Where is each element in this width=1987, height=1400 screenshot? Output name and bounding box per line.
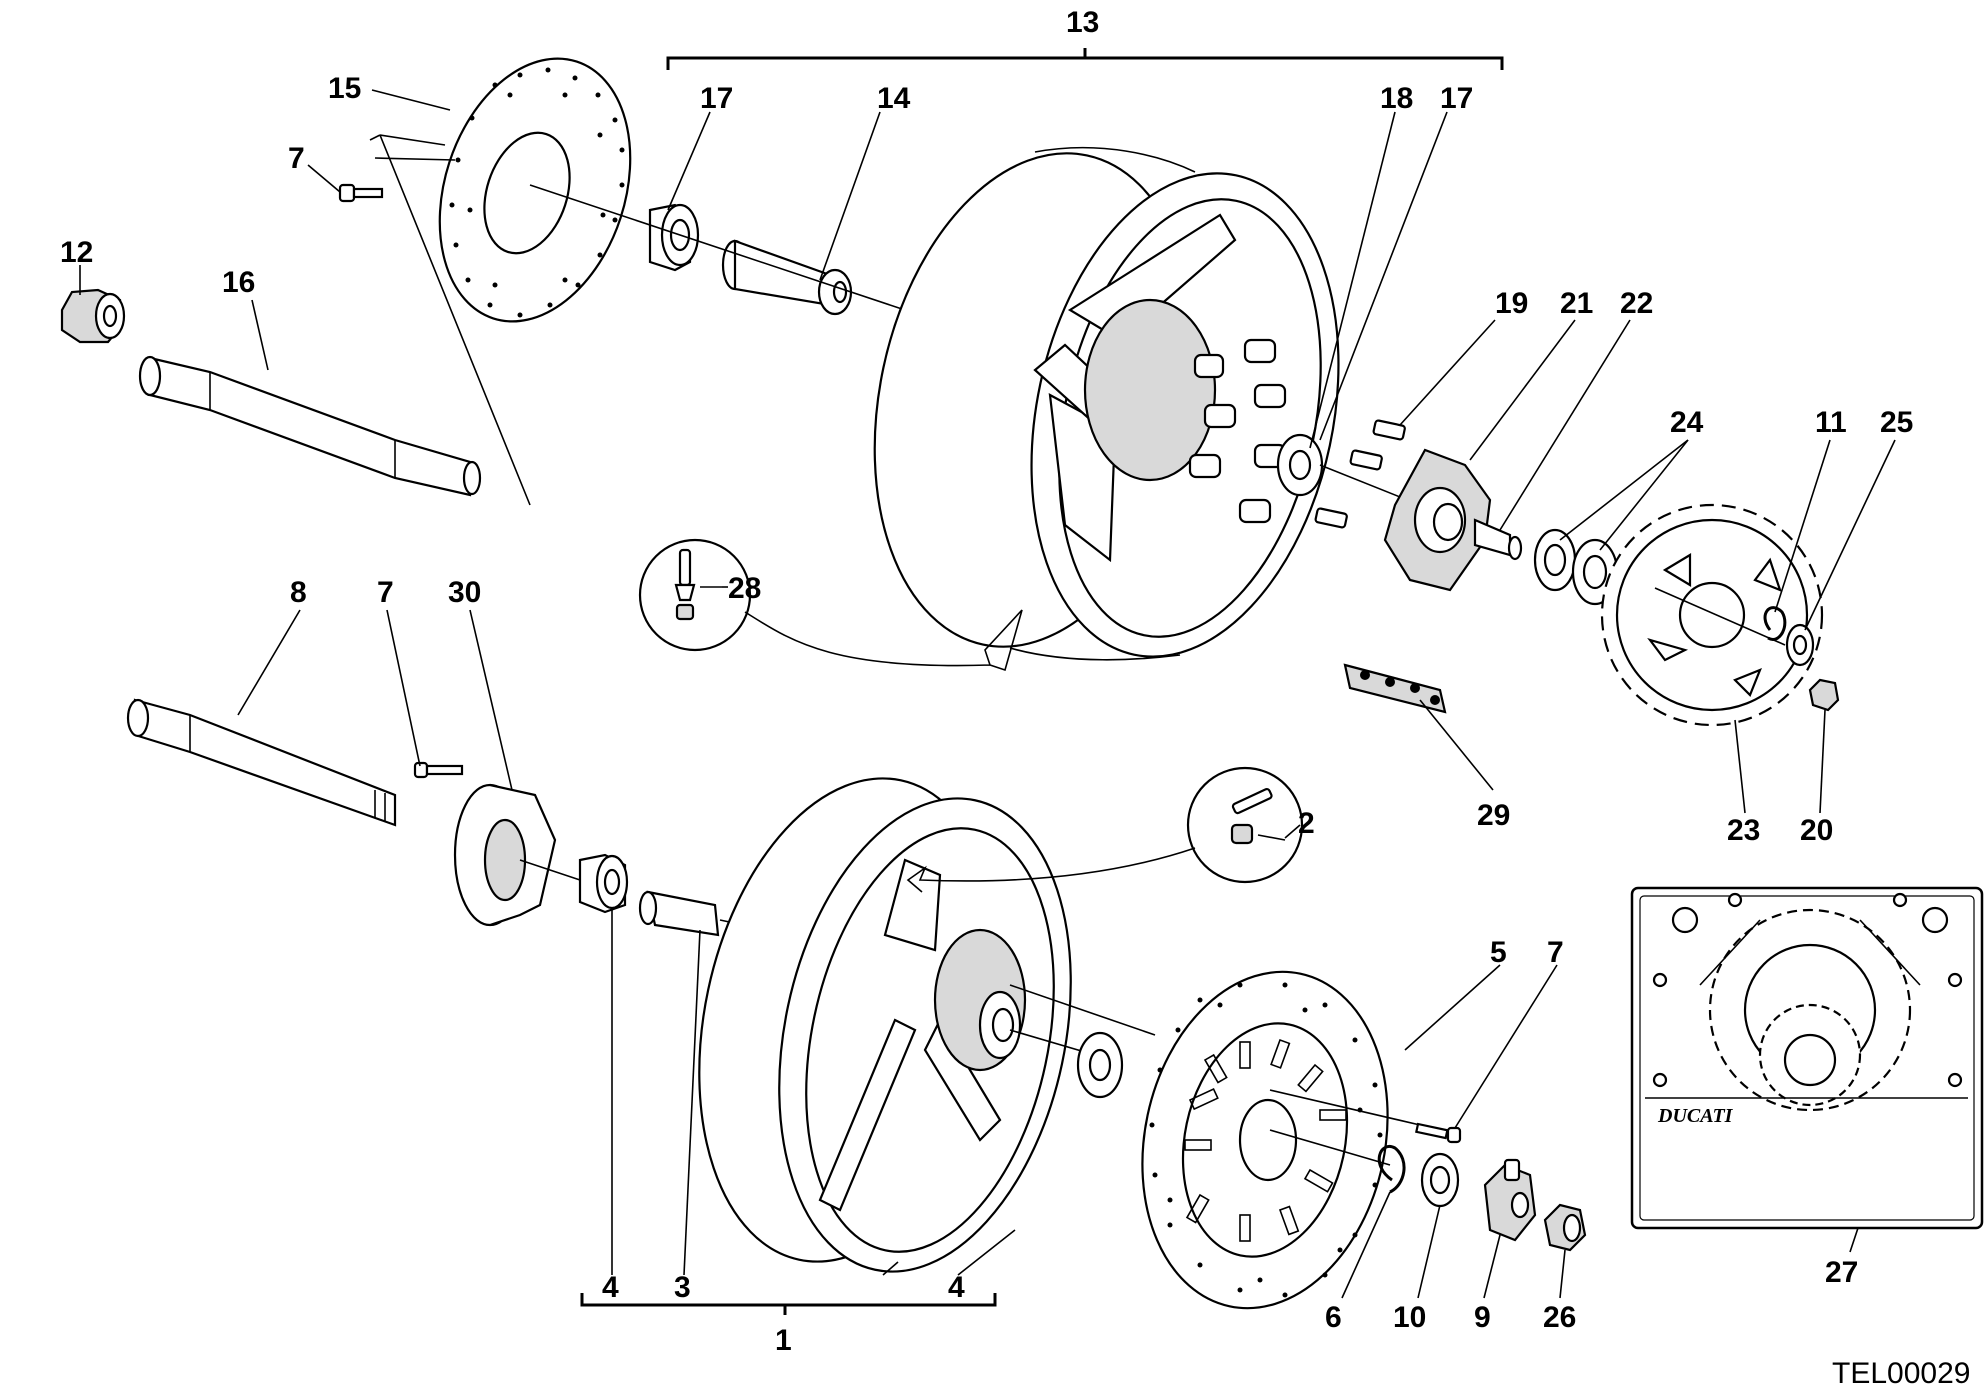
callout-25: 25 — [1880, 406, 1913, 439]
callout-7: 7 — [1547, 936, 1564, 969]
part-26-nut — [1543, 1203, 1587, 1252]
part-25-washer — [1785, 623, 1815, 667]
callout-4: 4 — [948, 1271, 965, 1304]
callout-21: 21 — [1560, 287, 1593, 320]
callout-1: 1 — [775, 1324, 792, 1357]
callout-28: 28 — [728, 572, 761, 605]
part-18-bearing — [1276, 433, 1324, 497]
callout-10: 10 — [1393, 1301, 1426, 1334]
callout-20: 20 — [1800, 814, 1833, 847]
leader-lines — [79, 89, 1896, 1299]
part-3-spacer — [638, 890, 720, 937]
callout-26: 26 — [1543, 1301, 1576, 1334]
callout-9: 9 — [1474, 1301, 1491, 1334]
part-4-bearing-left — [578, 853, 629, 914]
callout-24: 24 — [1670, 406, 1704, 439]
callout-15: 15 — [328, 72, 361, 105]
part-29-chain-link — [1343, 663, 1447, 714]
callout-numbers: 13 15 17 14 18 17 7 12 16 19 21 22 24 11… — [60, 6, 1970, 1390]
callout-2: 2 — [1298, 807, 1315, 840]
reference-code: TEL00029 — [1832, 1357, 1970, 1390]
callout-23: 23 — [1727, 814, 1760, 847]
bracket-1 — [580, 1293, 997, 1307]
part-22-shaft — [1473, 518, 1523, 561]
callout-4: 4 — [602, 1271, 619, 1304]
part-11-circlip — [1763, 606, 1787, 641]
part-19-studs — [1314, 419, 1406, 529]
callout-12: 12 — [60, 236, 93, 269]
panel-logo-text: DUCATI — [1657, 1105, 1734, 1127]
part-20-nut — [1808, 678, 1840, 712]
callout-17: 17 — [700, 82, 733, 115]
part-23-sprocket — [1600, 503, 1824, 727]
callout-11: 11 — [1815, 406, 1847, 439]
part-9-speedo-drive — [1483, 1158, 1537, 1242]
part-4-bearing-right — [1076, 1031, 1124, 1099]
rear-wheel — [873, 146, 1340, 661]
callout-7: 7 — [377, 576, 394, 609]
part-8-axle — [126, 698, 397, 827]
bracket-13 — [666, 56, 1504, 70]
callout-5: 5 — [1490, 936, 1507, 969]
part-30-hub-flange — [453, 783, 557, 927]
callout-18: 18 — [1380, 82, 1413, 115]
part-28-valve-detail — [638, 538, 752, 652]
part-7-bolt-lower — [413, 761, 464, 779]
callout-30: 30 — [448, 576, 481, 609]
part-10-seal — [1420, 1152, 1460, 1208]
callout-19: 19 — [1495, 287, 1528, 320]
part-7-bolt — [338, 183, 384, 203]
callout-16: 16 — [222, 266, 255, 299]
part-27-display-panel: DUCATI — [1630, 886, 1984, 1230]
callout-14: 14 — [877, 82, 911, 115]
callout-17: 17 — [1440, 82, 1473, 115]
part-12-nut — [60, 288, 126, 344]
callout-3: 3 — [674, 1271, 691, 1304]
part-6-ring — [1377, 1145, 1406, 1194]
part-7-bolt-right — [1415, 1122, 1462, 1144]
callout-7: 7 — [288, 142, 305, 175]
callout-13: 13 — [1066, 6, 1099, 39]
part-5-front-brake-disc — [1141, 970, 1389, 1310]
callout-27: 27 — [1825, 1256, 1858, 1289]
part-17-bearing — [648, 203, 700, 272]
callout-6: 6 — [1325, 1301, 1342, 1334]
part-15-brake-disc — [438, 57, 632, 323]
part-14-spacer — [721, 239, 853, 316]
front-wheel — [698, 777, 1072, 1273]
part-2-valve-detail — [1186, 766, 1304, 884]
callout-29: 29 — [1477, 799, 1510, 832]
callout-8: 8 — [290, 576, 307, 609]
callout-22: 22 — [1620, 287, 1653, 320]
part-16-axle — [138, 355, 482, 497]
